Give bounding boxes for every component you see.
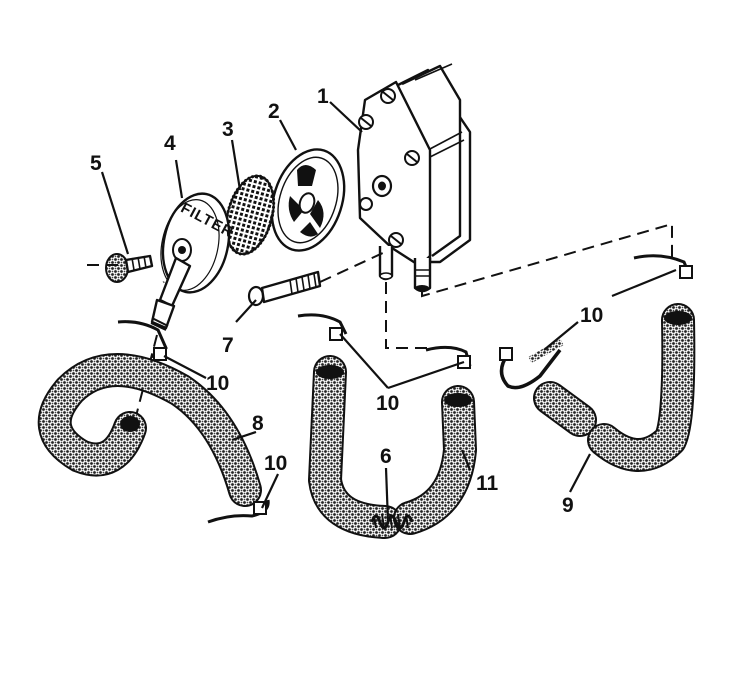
callout-8: 8	[252, 412, 264, 435]
hose-8	[37, 353, 262, 507]
leader-lines	[100, 101, 677, 523]
hose-9-short	[533, 381, 597, 437]
callout-5: 5	[90, 152, 102, 175]
callout-10-clamp-left: 10	[206, 372, 229, 395]
hose-9	[587, 303, 696, 472]
callout-4: 4	[164, 132, 176, 155]
callout-3: 3	[222, 118, 234, 141]
callout-9: 9	[562, 494, 574, 517]
callout-10-clamp-lower: 10	[264, 452, 287, 475]
filter-screen	[224, 174, 276, 256]
hose-clamp	[117, 320, 168, 361]
callout-1: 1	[317, 85, 329, 108]
hose-11	[308, 355, 477, 539]
hose-clamp	[633, 254, 693, 279]
thumb-screw	[105, 253, 154, 283]
spring	[370, 513, 414, 530]
filter-plate	[270, 148, 346, 252]
callout-10-clamp-center: 10	[376, 392, 399, 415]
callout-labels: 1 2 3 4 5 6 7 8 9 10 10 10 10 11	[90, 85, 603, 517]
callout-11: 11	[476, 472, 499, 495]
callout-7: 7	[222, 334, 234, 357]
callout-10-clamp-right: 10	[580, 304, 603, 327]
fuel-pump-body	[356, 63, 472, 293]
svg-text:↑: ↑	[159, 278, 170, 287]
hose-clamp	[425, 345, 472, 369]
hose-clamp-open	[499, 338, 564, 390]
callout-6: 6	[380, 445, 392, 468]
filter-cover: FILTER ↑	[150, 192, 237, 331]
callout-2: 2	[268, 100, 280, 123]
mounting-bolt	[247, 270, 322, 307]
hose-clamp	[297, 313, 348, 341]
